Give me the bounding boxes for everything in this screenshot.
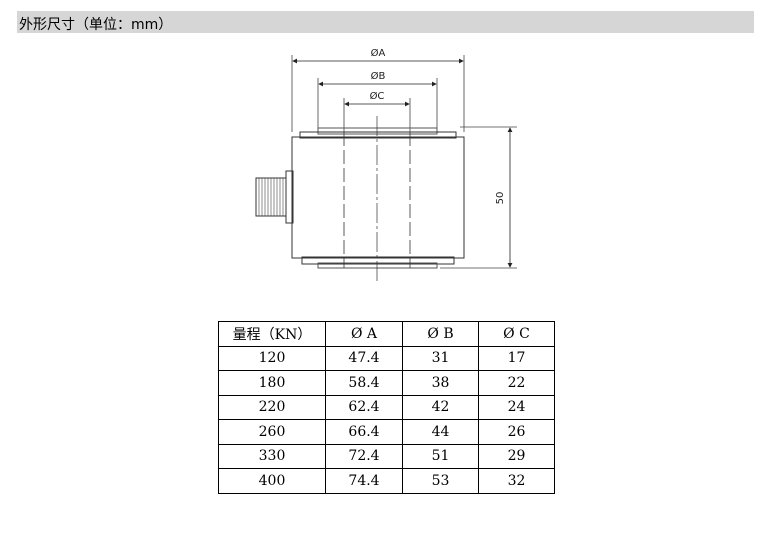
- sensor-body: [291, 127, 465, 269]
- spec-table: 量程（KN） Ø A Ø B Ø C 120 47.4 31 17 180 58…: [218, 321, 555, 494]
- table-row: 180 58.4 38 22: [218, 370, 555, 396]
- dimension-drawing: ØA ØB ØC: [255, 47, 517, 282]
- dimension-height-label: 50: [495, 192, 506, 205]
- cell-range: 400: [218, 468, 326, 494]
- cell-c: 17: [478, 345, 555, 371]
- section-header: 外形尺寸（单位：mm）: [17, 11, 754, 33]
- cell-range: 220: [218, 394, 326, 420]
- table-row: 330 72.4 51 29: [218, 443, 555, 469]
- dimension-height: 50: [440, 126, 517, 269]
- cell-a: 66.4: [325, 419, 403, 445]
- dimension-c-label: ØC: [370, 90, 385, 102]
- cell-a: 47.4: [325, 345, 403, 371]
- dimension-a: ØA: [291, 47, 465, 132]
- dimension-b: ØB: [317, 70, 438, 132]
- dimension-b-label: ØB: [371, 70, 386, 82]
- section-title: 外形尺寸（单位：mm）: [19, 17, 173, 33]
- cell-c: 22: [478, 370, 555, 396]
- cell-b: 53: [402, 468, 479, 494]
- dimension-c: ØC: [343, 90, 411, 132]
- cell-a: 62.4: [325, 394, 403, 420]
- cell-range: 260: [218, 419, 326, 445]
- table-row: 120 47.4 31 17: [218, 345, 555, 371]
- cell-b: 44: [402, 419, 479, 445]
- cell-c: 32: [478, 468, 555, 494]
- cell-a: 58.4: [325, 370, 403, 396]
- cell-c: 24: [478, 394, 555, 420]
- cell-range: 180: [218, 370, 326, 396]
- cell-b: 31: [402, 345, 479, 371]
- dimension-a-label: ØA: [371, 47, 386, 59]
- cell-c: 26: [478, 419, 555, 445]
- column-header-a: Ø A: [325, 321, 403, 347]
- table-header-row: 量程（KN） Ø A Ø B Ø C: [218, 321, 555, 347]
- cell-a: 72.4: [325, 443, 403, 469]
- table-row: 400 74.4 53 32: [218, 468, 555, 494]
- cell-b: 42: [402, 394, 479, 420]
- cell-c: 29: [478, 443, 555, 469]
- cell-b: 51: [402, 443, 479, 469]
- cell-a: 74.4: [325, 468, 403, 494]
- cell-range: 330: [218, 443, 326, 469]
- column-header-c: Ø C: [478, 321, 555, 347]
- table-row: 260 66.4 44 26: [218, 419, 555, 445]
- column-header-range: 量程（KN）: [218, 321, 326, 347]
- cell-b: 38: [402, 370, 479, 396]
- cell-range: 120: [218, 345, 326, 371]
- cable-connector: [255, 170, 294, 224]
- column-header-b: Ø B: [402, 321, 479, 347]
- bore-hidden-lines: [343, 132, 411, 268]
- table-row: 220 62.4 42 24: [218, 394, 555, 420]
